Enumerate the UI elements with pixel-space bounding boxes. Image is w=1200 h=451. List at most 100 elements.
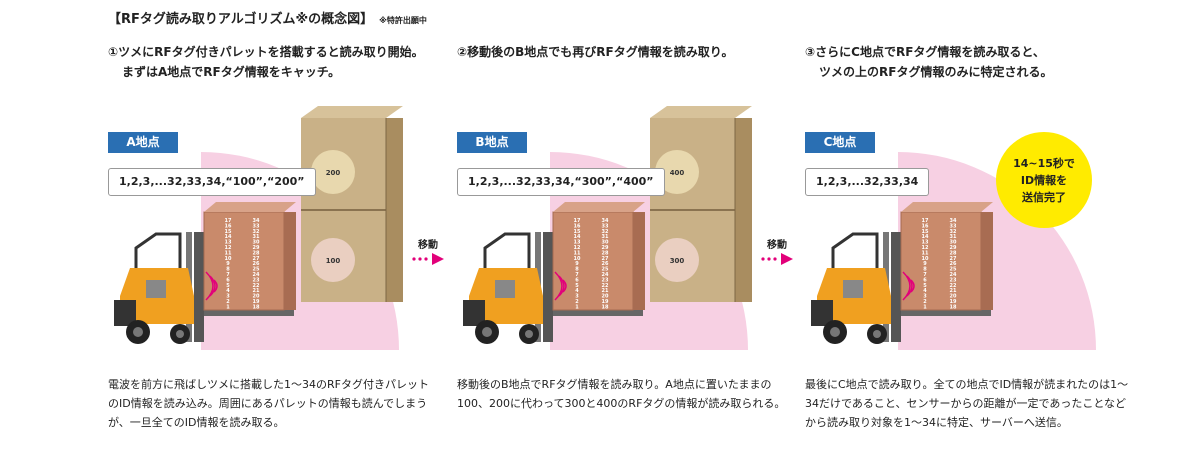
load-tag-number: 14 <box>574 234 581 240</box>
load-tag-number: 17 <box>922 218 929 224</box>
move-arrow-icon <box>412 253 444 265</box>
load-tag-number: 14 <box>922 234 929 240</box>
load-tag-number: 8 <box>575 267 579 273</box>
load-tag-number: 27 <box>253 256 260 262</box>
load-tag-number: 5 <box>575 283 579 289</box>
load-tag-number: 19 <box>253 299 260 305</box>
readout-bubble: 1,2,3,...32,33,34 <box>805 168 930 196</box>
lower-pallet-id: 100 <box>326 257 341 265</box>
load-tag-number: 10 <box>574 256 581 262</box>
diagram-title: 【RFタグ読み取りアルゴリズム※の概念図】 ※特許出願中 <box>108 8 427 27</box>
load-tag-number: 19 <box>950 299 957 305</box>
load-tag-number: 34 <box>950 218 957 224</box>
load-tag-number: 9 <box>226 261 230 267</box>
load-tag-number: 20 <box>602 294 609 300</box>
load-tag-number: 28 <box>253 250 260 256</box>
load-tag-number: 10 <box>922 256 929 262</box>
load-tag-number: 8 <box>923 267 927 273</box>
lower-pallet-id: 300 <box>670 257 685 265</box>
load-tag-number: 2 <box>923 299 927 305</box>
pallet-stack: 200 100 <box>301 106 403 302</box>
load-tag-number: 26 <box>602 261 609 267</box>
load-tag-number: 17 <box>225 218 232 224</box>
step-text: ③さらにC地点でRFタグ情報を読み取ると、 ツメの上のRFタグ情報のみに特定され… <box>805 42 1052 82</box>
load-tag-number: 31 <box>602 234 609 240</box>
load-tag-number: 9 <box>923 261 927 267</box>
load-tag-number: 30 <box>253 240 260 246</box>
move-step-1: 移動 <box>403 236 453 271</box>
load-tag-number: 29 <box>950 245 957 251</box>
load-tag-number: 4 <box>923 288 927 294</box>
load-tag-number: 25 <box>253 267 260 273</box>
load-tag-number: 20 <box>950 294 957 300</box>
load-tag-number: 34 <box>602 218 609 224</box>
title-text: 【RFタグ読み取りアルゴリズム※の概念図】 <box>108 12 374 27</box>
load-tag-number: 23 <box>950 277 957 283</box>
load-tag-number: 31 <box>950 234 957 240</box>
panel-c: ③さらにC地点でRFタグ情報を読み取ると、 ツメの上のRFタグ情報のみに特定され… <box>805 0 1145 451</box>
load-tag-number: 14 <box>225 234 232 240</box>
load-tag-number: 15 <box>574 229 581 235</box>
load-tag-number: 3 <box>923 294 927 300</box>
load-tag-number: 32 <box>602 229 609 235</box>
radio-wave-icon <box>205 271 218 301</box>
load-tag-number: 16 <box>922 223 929 229</box>
move-arrow-icon <box>761 253 793 265</box>
completion-line-1: 14~15秒で <box>1013 156 1075 170</box>
panel-a: ①ツメにRFタグ付きパレットを搭載すると読み取り開始。 まずはA地点でRFタグ情… <box>108 0 448 451</box>
load-tag-number: 25 <box>950 267 957 273</box>
load-tag-number: 34 <box>253 218 260 224</box>
load-tag-number: 7 <box>226 272 230 278</box>
load-tag-number: 4 <box>226 288 230 294</box>
load-tag-number: 29 <box>253 245 260 251</box>
load-tag-number: 6 <box>226 277 230 283</box>
step-text: ②移動後のB地点でも再びRFタグ情報を読み取り。 <box>457 42 734 62</box>
load-tag-number: 6 <box>923 277 927 283</box>
load-tag-number: 18 <box>950 304 957 310</box>
load-tag-number: 22 <box>950 283 957 289</box>
load-tag-number: 16 <box>225 223 232 229</box>
load-tag-number: 12 <box>574 245 581 251</box>
load-tag-number: 22 <box>253 283 260 289</box>
load-tag-number: 22 <box>602 283 609 289</box>
load-tag-number: 30 <box>950 240 957 246</box>
load-tag-number: 24 <box>253 272 260 278</box>
load-tag-number: 17 <box>574 218 581 224</box>
load-tag-number: 1 <box>226 304 230 310</box>
load-tag-number: 6 <box>575 277 579 283</box>
load-tag-number: 13 <box>225 240 232 246</box>
step-line-1: ②移動後のB地点でも再びRFタグ情報を読み取り。 <box>457 45 734 59</box>
load-tag-number: 13 <box>922 240 929 246</box>
load-tag-number: 20 <box>253 294 260 300</box>
load-tag-number: 7 <box>575 272 579 278</box>
load-tag-number: 28 <box>950 250 957 256</box>
description: 電波を前方に飛ばしツメに搭載した1～34のRFタグ付きパレットのID情報を読み込… <box>108 378 429 429</box>
load-tag-number: 1 <box>923 304 927 310</box>
load-tag-number: 13 <box>574 240 581 246</box>
load-tag-number: 5 <box>923 283 927 289</box>
move-label: 移動 <box>767 240 787 251</box>
load-tag-number: 21 <box>253 288 260 294</box>
load-tag-number: 29 <box>602 245 609 251</box>
load-tag-number: 11 <box>574 250 581 256</box>
step-line-2: ツメの上のRFタグ情報のみに特定される。 <box>819 65 1053 79</box>
load-tag-number: 4 <box>575 288 579 294</box>
move-label: 移動 <box>418 240 438 251</box>
load-tag-number: 8 <box>226 267 230 273</box>
step-line-2: まずはA地点でRFタグ情報をキャッチ。 <box>122 65 341 79</box>
patent-note: ※特許出願中 <box>379 16 427 25</box>
location-badge: B地点 <box>457 132 527 153</box>
readout-bubble: 1,2,3,...32,33,34,“100”,“200” <box>108 168 316 196</box>
load-tag-number: 3 <box>575 294 579 300</box>
location-badge: C地点 <box>805 132 875 153</box>
load-tag-number: 24 <box>602 272 609 278</box>
load-tag-number: 2 <box>226 299 230 305</box>
load-tag-number: 12 <box>225 245 232 251</box>
